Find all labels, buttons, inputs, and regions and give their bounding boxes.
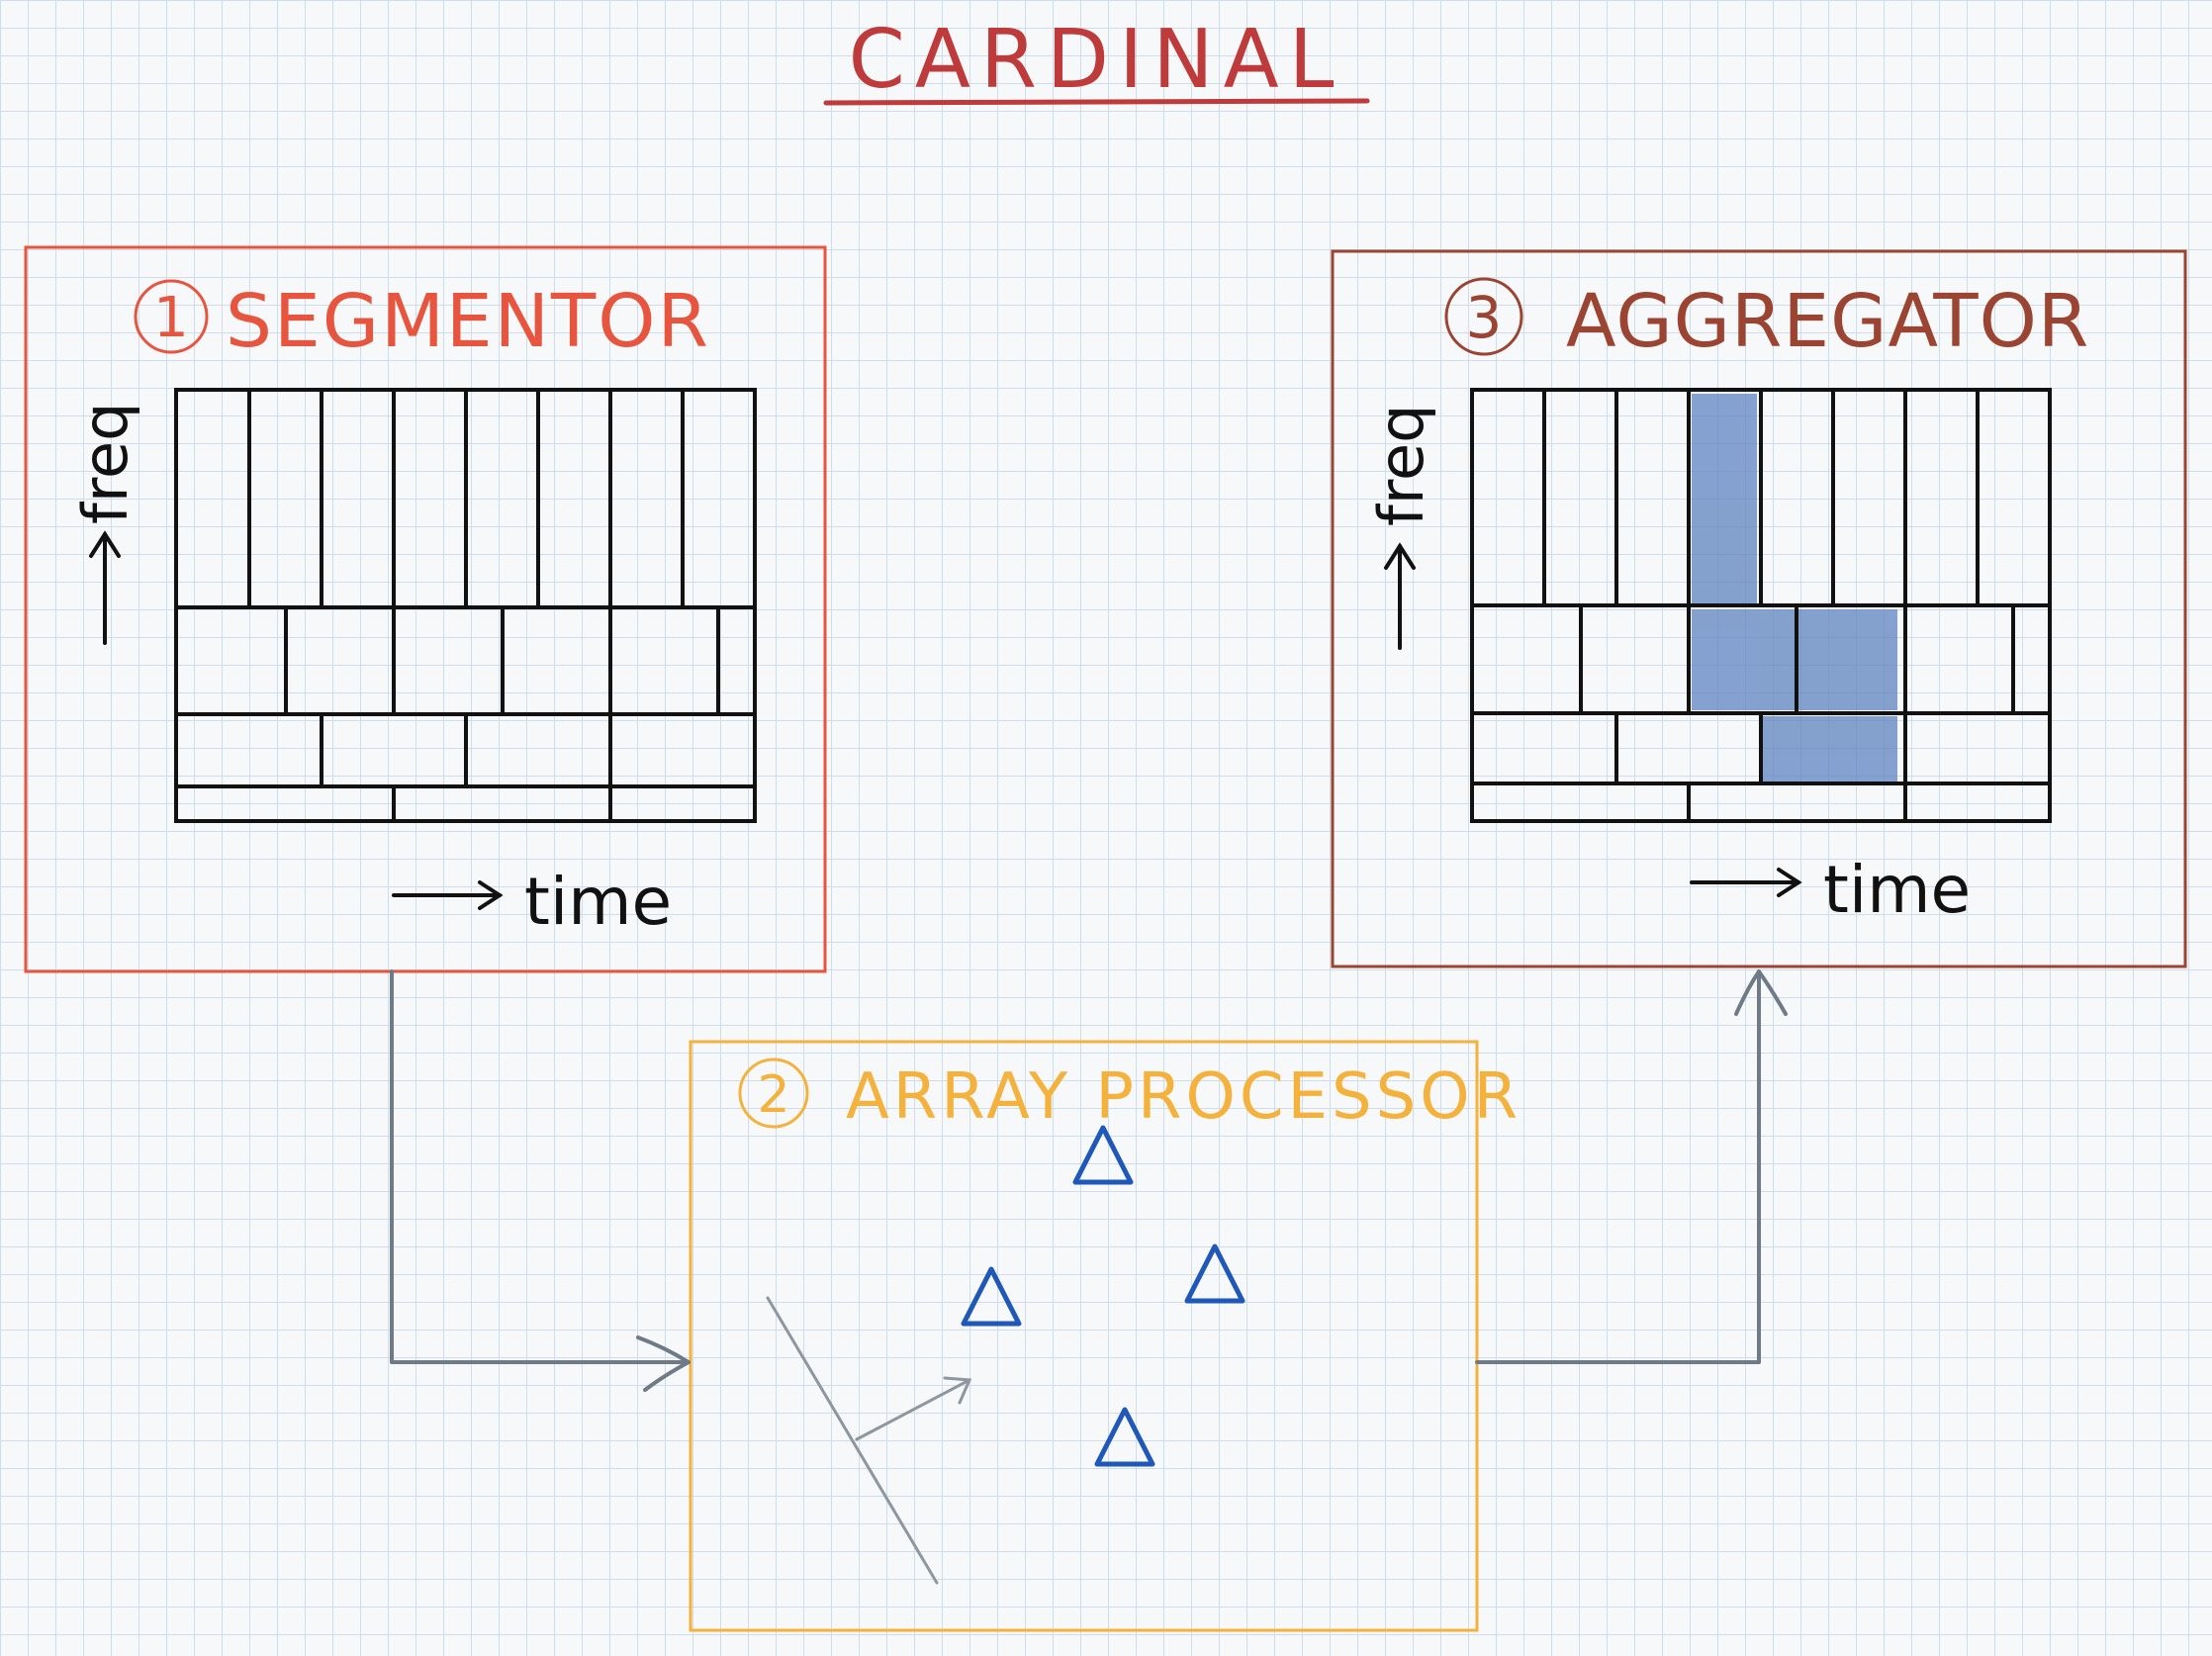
array-processor-number-circle (738, 1058, 809, 1129)
aggregator-grid (1470, 388, 2052, 823)
wavefront (766, 1296, 972, 1585)
diagram-title: CARDINAL (849, 13, 1344, 107)
array-processor-box (689, 1040, 1479, 1632)
wavefront-direction-arrow (855, 1378, 971, 1441)
connector-arrowhead (636, 1335, 691, 1392)
segmentor-label: SEGMENTOR (226, 279, 710, 364)
segmentor-box (24, 245, 827, 973)
wavefront-direction-arrowhead (943, 1376, 972, 1405)
aggregator-label: AGGREGATOR (1566, 279, 2089, 364)
segmentor-time-label: time (524, 864, 672, 940)
aggregator-time-label: time (1823, 852, 1971, 928)
array-processor-label: ARRAY PROCESSOR (846, 1060, 1521, 1134)
connector-arrowhead (1734, 969, 1788, 1016)
aggregator-number-circle (1444, 277, 1523, 356)
segmentor-number: 1 (153, 286, 189, 350)
aggregator-shaded-cell (1797, 609, 1897, 710)
segmentor-grid (174, 388, 757, 823)
segmentor-time-arrow (392, 880, 504, 910)
sensor-triangle (961, 1266, 1022, 1327)
aggregator-heading: 3 AGGREGATOR (1444, 277, 2089, 364)
array-processor-to-aggregator-connector (1475, 969, 1788, 1364)
segmentor-number-circle (134, 279, 209, 354)
aggregator-box (1331, 249, 2187, 968)
segmentor-freq-label: freq (69, 403, 141, 524)
aggregator-time-arrow (1690, 868, 1802, 897)
aggregator-freq-arrow (1384, 542, 1416, 650)
sensors (961, 1125, 1245, 1467)
array-processor-number: 2 (757, 1065, 789, 1125)
aggregator-shaded-cell (1692, 609, 1795, 710)
sensor-triangle (1184, 1243, 1245, 1304)
sensor-triangle (1094, 1407, 1155, 1467)
connector-line (390, 969, 691, 1364)
connector-line (1475, 969, 1761, 1364)
wavefront-line (766, 1296, 939, 1585)
aggregator-shaded-cell (1692, 394, 1757, 603)
segmentor-freq-arrow (89, 530, 121, 645)
aggregator-shaded-cells (1692, 394, 1897, 782)
aggregator-freq-label: freq (1365, 405, 1437, 526)
title-underline (823, 98, 1370, 106)
segmentor-to-array-processor-connector (390, 969, 691, 1392)
sensor-triangle (1072, 1125, 1134, 1185)
array-processor-heading: 2 ARRAY PROCESSOR (738, 1058, 1521, 1134)
aggregator-number: 3 (1466, 284, 1503, 351)
segmentor-heading: 1 SEGMENTOR (134, 279, 710, 364)
aggregator-shaded-cell (1763, 716, 1897, 782)
